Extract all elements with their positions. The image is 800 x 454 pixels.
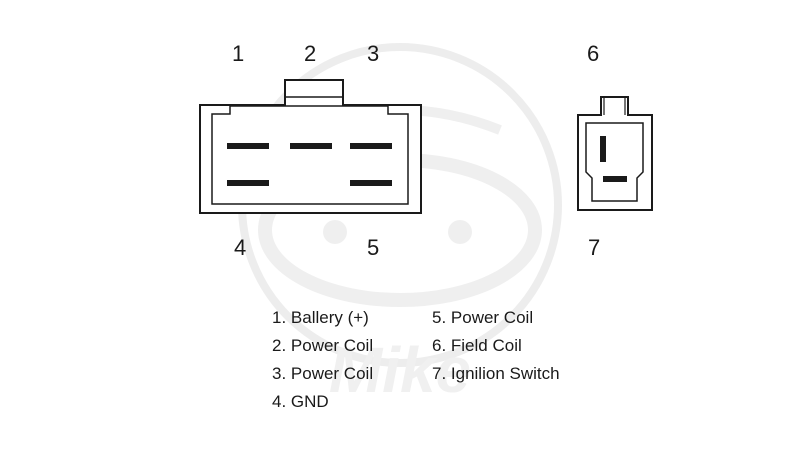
legend-item-5: 5. Power Coil [432,308,534,327]
legend-item-3: 3. Power Coil [272,364,374,383]
pin-slot-1 [227,143,269,149]
pin-label-5: 5 [367,235,380,260]
pin-slot-2 [290,143,332,149]
pin-slot-5 [350,180,392,186]
legend-item-1: 1. Ballery (+) [272,308,369,327]
legend-item-4: 4. GND [272,392,329,411]
pin-label-3: 3 [367,41,380,66]
pin-slot-7 [603,176,627,182]
pin-label-4: 4 [234,235,247,260]
pin-slot-4 [227,180,269,186]
pin-label-1: 1 [232,41,245,66]
pin-slot-6 [600,136,606,162]
legend-item-6: 6. Field Coil [432,336,522,355]
pin-label-2: 2 [304,41,317,66]
pin-label-7: 7 [588,235,601,260]
legend-item-7: 7. Ignilion Switch [432,364,560,383]
legend-item-2: 2. Power Coil [272,336,374,355]
pin-label-6: 6 [587,41,600,66]
svg-text:Mike: Mike [329,334,471,406]
pin-slot-3 [350,143,392,149]
